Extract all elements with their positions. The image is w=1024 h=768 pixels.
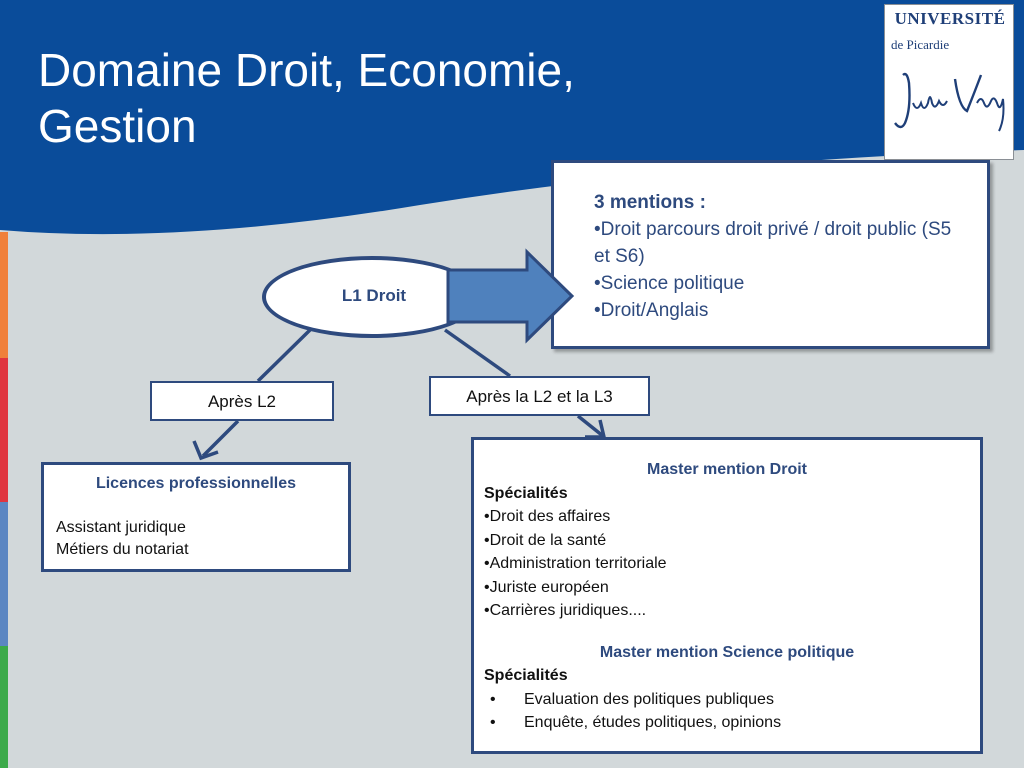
licences-item: Assistant juridique — [56, 519, 186, 536]
mentions-item: •Droit/Anglais — [594, 300, 709, 321]
label-apres-l2: Après L2 — [150, 381, 334, 421]
master-sp-item-text: Evaluation des politiques publiques — [524, 690, 774, 708]
mentions-title: 3 mentions : — [594, 192, 706, 213]
side-stripe-red — [0, 358, 8, 502]
mentions-item: •Science politique — [594, 273, 745, 294]
side-stripe-orange — [0, 232, 8, 358]
connector-left-lower — [201, 419, 240, 458]
l1-droit-label: L1 Droit — [341, 286, 407, 305]
signature-logo — [894, 72, 1005, 132]
master-droit-item: •Carrières juridiques.... — [484, 602, 647, 619]
mentions-item: •Droit parcours droit privé / droit publ… — [594, 219, 952, 267]
arrowhead-left — [192, 440, 219, 461]
master-sp-title: Master mention Science politique — [599, 643, 855, 661]
licences-title: Licences professionnelles — [95, 475, 297, 492]
connector-right-lower — [576, 414, 605, 438]
slide-title: Domaine Droit, Economie, Gestion — [38, 44, 575, 152]
bullet: • — [490, 714, 496, 731]
master-droit-title: Master mention Droit — [646, 461, 807, 478]
l1-droit-node — [262, 256, 482, 338]
connector-left-upper — [256, 328, 312, 383]
master-sp-item: • Evaluation des politiques publiques — [484, 688, 970, 712]
master-droit-item: •Administration territoriale — [484, 555, 667, 572]
label-apres-l2-l3: Après la L2 et la L3 — [429, 376, 650, 416]
master-droit-item: •Juriste européen — [484, 578, 609, 596]
licences-box: Licences professionnelles Assistant juri… — [41, 462, 351, 572]
side-stripe-green — [0, 646, 8, 768]
master-sp-item-text: Enquête, études politiques, opinions — [524, 714, 782, 731]
logo-university-text: UNIVERSITÉ — [894, 9, 1006, 28]
side-stripe-blue — [0, 502, 8, 646]
master-box: Master mention Droit Spécialités •Droit … — [471, 437, 983, 754]
master-droit-item: •Droit des affaires — [484, 508, 611, 525]
master-droit-item: •Droit de la santé — [484, 531, 607, 549]
bullet: • — [490, 690, 496, 708]
right-arrow-shape — [446, 248, 575, 344]
logo-subtitle: de Picardie — [891, 37, 950, 52]
master-sp-spec-label: Spécialités — [484, 667, 568, 684]
master-sp-item: • Enquête, études politiques, opinions — [484, 711, 970, 735]
mentions-box: 3 mentions : •Droit parcours droit privé… — [551, 160, 990, 349]
university-logo: UNIVERSITÉ de Picardie — [884, 4, 1014, 160]
header-band — [0, 0, 1024, 235]
licences-item: Métiers du notariat — [56, 541, 189, 558]
connector-right-upper — [443, 328, 512, 378]
master-droit-spec-label: Spécialités — [484, 484, 568, 502]
spacer — [484, 623, 970, 641]
